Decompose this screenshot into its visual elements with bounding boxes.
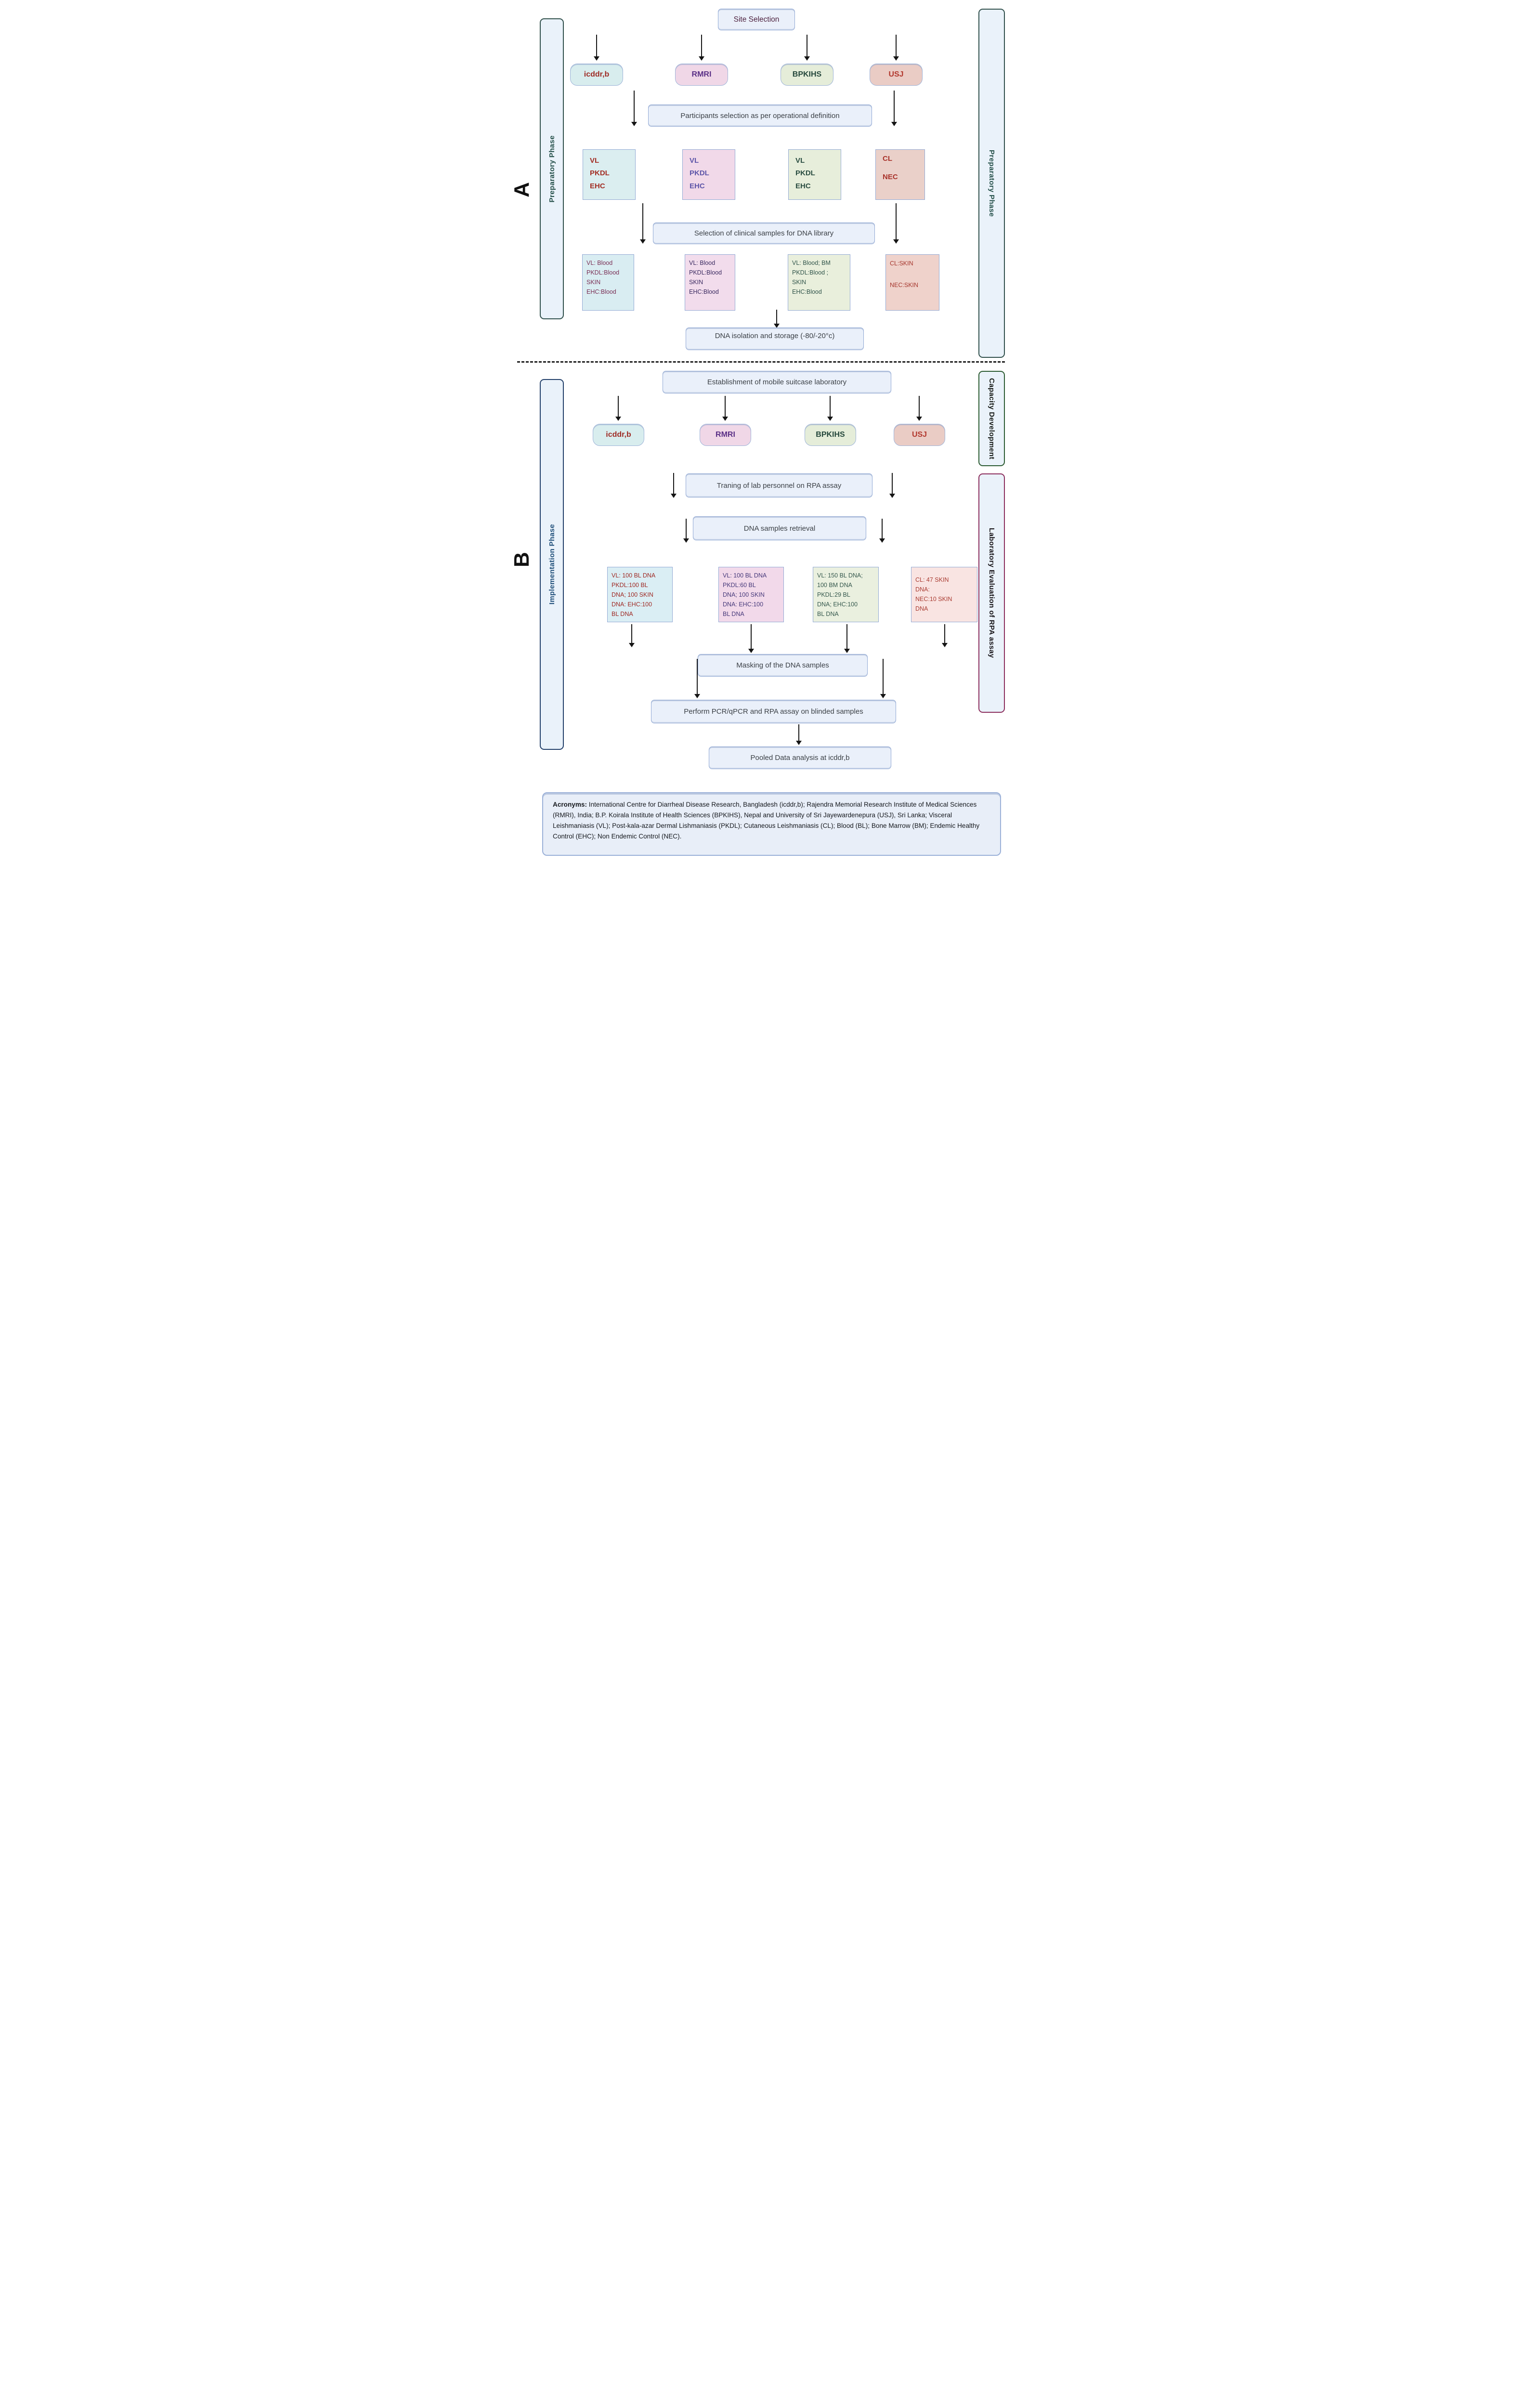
cohort-box-rmri: VL PKDL EHC bbox=[682, 149, 735, 200]
acronyms-box: Acronyms: International Centre for Diarr… bbox=[542, 792, 1001, 856]
site-pill-usj: USJ bbox=[870, 64, 923, 86]
phase-bar-capacity: Capacity Development bbox=[978, 371, 1005, 466]
figure-study-design: A Preparatory Phase Preparatory Phase Si… bbox=[508, 0, 1015, 859]
phase-bar-implementation: Implementation Phase bbox=[540, 379, 564, 750]
training-box: Traning of lab personnel on RPA assay bbox=[686, 473, 872, 497]
sample-box-usj: CL:SKIN NEC:SKIN bbox=[885, 254, 939, 311]
dna-count-box-usj: CL: 47 SKIN DNA: NEC:10 SKIN DNA bbox=[911, 567, 977, 622]
arrow-down-icon bbox=[671, 473, 677, 498]
arrow-down-icon bbox=[615, 396, 621, 421]
phase-bar-preparatory-right-label: Preparatory Phase bbox=[988, 149, 996, 217]
phase-bar-preparatory-left-label: Preparatory Phase bbox=[547, 135, 556, 203]
acronyms-label: Acronyms: bbox=[553, 801, 587, 808]
arrow-down-icon bbox=[629, 624, 635, 647]
arrow-down-icon bbox=[699, 35, 704, 61]
dna-count-box-bpkihs: VL: 150 BL DNA; 100 BM DNA PKDL:29 BL DN… bbox=[813, 567, 879, 622]
sample-box-rmri: VL: Blood PKDL:Blood SKIN EHC:Blood bbox=[685, 254, 735, 311]
arrow-down-icon bbox=[774, 310, 780, 328]
phase-bar-implementation-label: Implementation Phase bbox=[547, 524, 556, 605]
selection-samples-box: Selection of clinical samples for DNA li… bbox=[653, 222, 875, 244]
pcr-assay-box: Perform PCR/qPCR and RPA assay on blinde… bbox=[651, 700, 896, 723]
dna-count-box-rmri: VL: 100 BL DNA PKDL:60 BL DNA; 100 SKIN … bbox=[718, 567, 784, 622]
arrow-down-icon bbox=[880, 659, 886, 698]
arrow-down-icon bbox=[916, 396, 922, 421]
cohort-box-bpkihs: VL PKDL EHC bbox=[788, 149, 841, 200]
arrow-down-icon bbox=[796, 724, 802, 745]
arrow-down-icon bbox=[827, 396, 833, 421]
acronyms-text: International Centre for Diarrheal Disea… bbox=[553, 801, 980, 840]
site-pill-rmri: RMRI bbox=[675, 64, 728, 86]
site-pill-bpkihs-b: BPKIHS bbox=[805, 424, 856, 446]
pooled-analysis-box: Pooled Data analysis at icddr,b bbox=[709, 746, 891, 769]
establishment-box: Establishment of mobile suitcase laborat… bbox=[663, 371, 891, 393]
section-divider bbox=[517, 361, 1005, 363]
phase-bar-preparatory-right: Preparatory Phase bbox=[978, 9, 1005, 358]
arrow-down-icon bbox=[748, 624, 754, 653]
cohort-box-usj: CL NEC bbox=[875, 149, 925, 200]
arrow-down-icon bbox=[694, 659, 700, 698]
arrow-down-icon bbox=[889, 473, 895, 498]
site-pill-usj-b: USJ bbox=[894, 424, 945, 446]
arrow-down-icon bbox=[631, 91, 637, 126]
dna-retrieval-box: DNA samples retrieval bbox=[693, 516, 866, 540]
arrow-down-icon bbox=[804, 35, 810, 61]
panel-b-label: B bbox=[509, 552, 534, 567]
site-pill-icddrb: icddr,b bbox=[570, 64, 623, 86]
arrow-down-icon bbox=[640, 203, 646, 244]
arrow-down-icon bbox=[891, 91, 897, 126]
dna-count-box-icddrb: VL: 100 BL DNA PKDL:100 BL DNA; 100 SKIN… bbox=[607, 567, 673, 622]
arrow-down-icon bbox=[942, 624, 948, 647]
phase-bar-lab-evaluation: Laboratory Evaluation of RPA assay bbox=[978, 473, 1005, 713]
arrow-down-icon bbox=[683, 519, 689, 543]
dna-isolation-box: DNA isolation and storage (-80/-20°c) bbox=[686, 327, 864, 350]
site-pill-rmri-b: RMRI bbox=[700, 424, 751, 446]
site-selection-box: Site Selection bbox=[718, 9, 795, 30]
arrow-down-icon bbox=[594, 35, 599, 61]
site-pill-icddrb-b: icddr,b bbox=[593, 424, 644, 446]
phase-bar-lab-evaluation-label: Laboratory Evaluation of RPA assay bbox=[988, 528, 996, 658]
participants-selection-box: Participants selection as per operationa… bbox=[648, 105, 872, 127]
sample-box-icddrb: VL: Blood PKDL:Blood SKIN EHC:Blood bbox=[582, 254, 634, 311]
sample-box-bpkihs: VL: Blood; BM PKDL:Blood ; SKIN EHC:Bloo… bbox=[788, 254, 850, 311]
arrow-down-icon bbox=[722, 396, 728, 421]
arrow-down-icon bbox=[893, 203, 899, 244]
phase-bar-preparatory-left: Preparatory Phase bbox=[540, 18, 564, 319]
phase-bar-capacity-label: Capacity Development bbox=[988, 378, 996, 459]
arrow-down-icon bbox=[893, 35, 899, 61]
cohort-box-icddrb: VL PKDL EHC bbox=[583, 149, 636, 200]
site-pill-bpkihs: BPKIHS bbox=[781, 64, 833, 86]
panel-a-label: A bbox=[509, 182, 534, 197]
arrow-down-icon bbox=[879, 519, 885, 543]
masking-box: Masking of the DNA samples bbox=[698, 654, 868, 677]
arrow-down-icon bbox=[844, 624, 850, 653]
